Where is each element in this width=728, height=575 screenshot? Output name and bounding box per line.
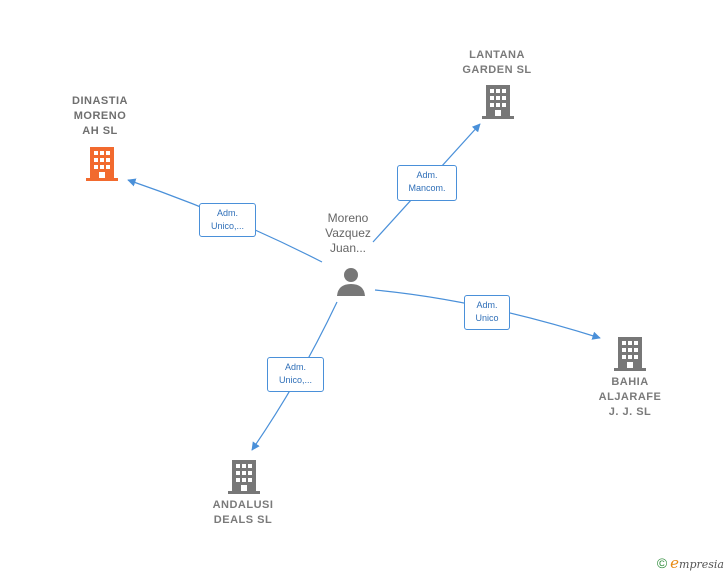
copyright-icon: © (656, 555, 668, 571)
company-label-bahia[interactable]: BAHIA ALJARAFE J. J. SL (598, 376, 662, 418)
edge-label-andalusi[interactable]: Adm. Unico,... (267, 357, 324, 392)
building-icon[interactable] (614, 335, 646, 371)
building-icon[interactable] (86, 145, 118, 181)
company-label-andalusi[interactable]: ANDALUSI DEALS SL (212, 499, 274, 526)
brand-initial: e (670, 554, 680, 572)
person-label[interactable]: Moreno Vazquez Juan... (325, 211, 371, 255)
edge-label-dinastia[interactable]: Adm. Unico,... (199, 203, 256, 237)
brand-name: mpresia (679, 558, 724, 571)
edge-label-lantana[interactable]: Adm. Mancom. (397, 165, 457, 201)
company-label-lantana[interactable]: LANTANA GARDEN SL (462, 49, 532, 76)
building-icon[interactable] (228, 458, 260, 494)
company-label-dinastia[interactable]: DINASTIA MORENO AH SL (72, 95, 128, 137)
footer-brand: © empresia (657, 554, 724, 572)
brand-logo[interactable]: empresia (670, 554, 724, 572)
person-icon[interactable] (336, 266, 366, 296)
edge-label-bahia[interactable]: Adm. Unico (464, 295, 510, 330)
building-icon[interactable] (482, 83, 514, 119)
